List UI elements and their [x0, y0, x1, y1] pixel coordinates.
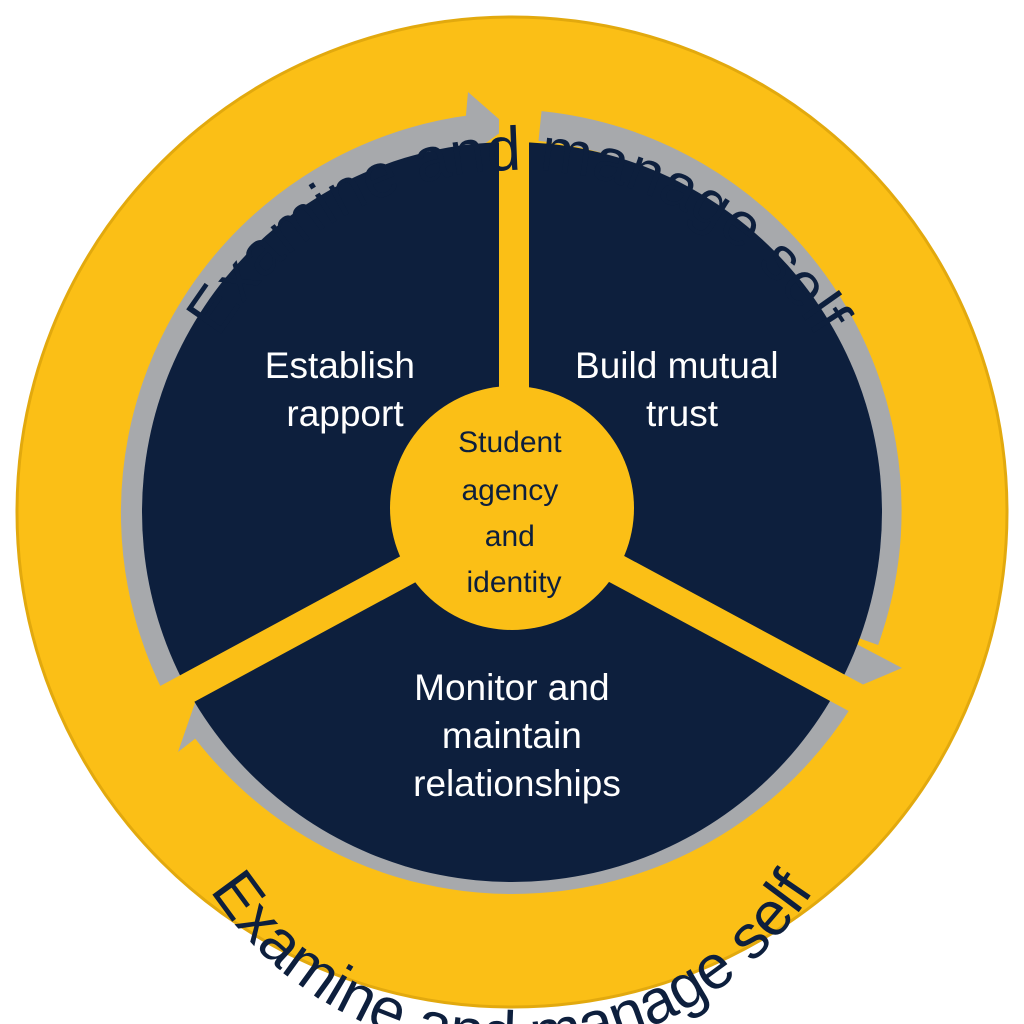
cycle-arrow-left [120, 115, 474, 695]
section-label-establish-rapport: Establish rapport [265, 345, 425, 434]
spoke-lower-right [592, 546, 868, 714]
divider-spokes [158, 100, 868, 714]
section-label-monitor-and-maintain: Monitor and maintain relationships [413, 667, 621, 804]
center-circle [390, 386, 634, 630]
cycle-arrow-right [538, 111, 902, 646]
arrow-head-top [462, 92, 508, 160]
spoke-lower-left [158, 546, 433, 714]
center-label-student-agency: Student agency and identity [458, 426, 570, 599]
section-label-build-mutual-trust: Build mutual trust [575, 345, 789, 434]
